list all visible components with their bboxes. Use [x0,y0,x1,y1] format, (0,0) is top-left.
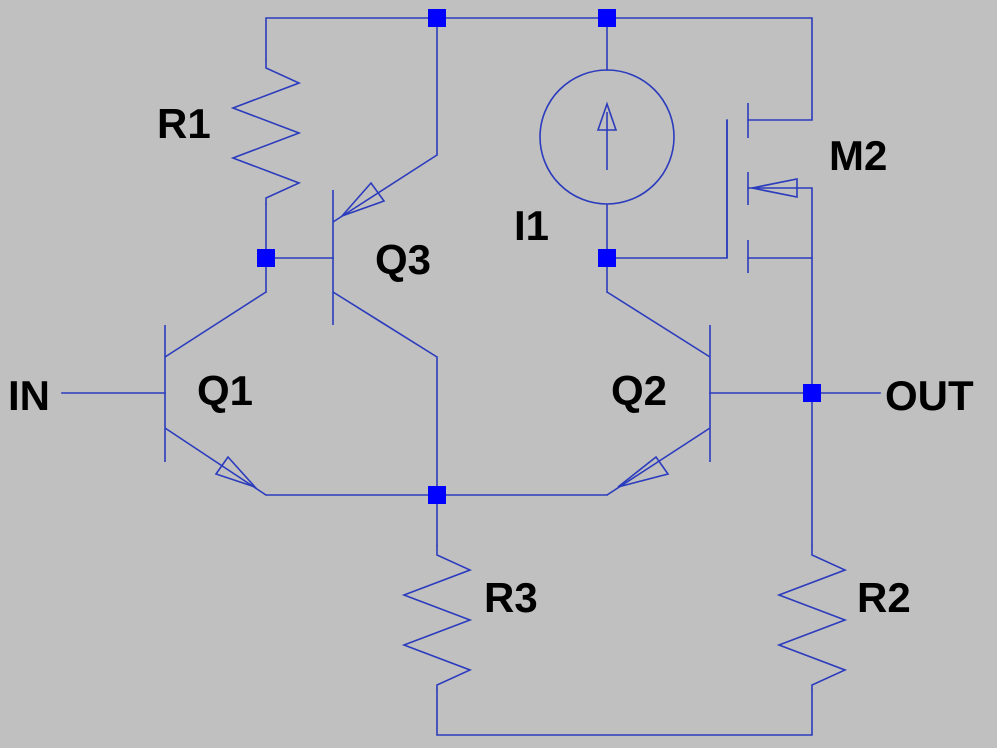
junction-dot [803,384,821,402]
junction-dot [428,486,446,504]
label-i1: I1 [514,202,549,249]
label-q3: Q3 [375,236,431,283]
label-q2: Q2 [611,367,667,414]
wire-top-rail [265,17,813,121]
transistor-q2 [606,291,711,496]
transistor-q3 [332,154,438,358]
label-r1: R1 [157,100,211,147]
label-r3: R3 [484,574,538,621]
resistor-r2 [776,545,848,690]
wire-m2-gate [606,119,728,259]
wire-bottom-rail [436,689,813,736]
label-m2: M2 [829,132,887,179]
junction-dot [257,249,275,267]
junction-dot [598,249,616,267]
wire-m2-body [747,187,813,259]
label-q1: Q1 [197,367,253,414]
resistor-r3 [401,545,473,690]
transistor-q1 [164,291,267,496]
current-source-i1 [539,69,675,205]
label-out: OUT [885,372,974,419]
label-r2: R2 [857,574,911,621]
junction-dot [428,9,446,27]
wire-m2-source [747,257,813,394]
junction-dot [598,9,616,27]
mosfet-m2 [726,103,798,273]
label-in: IN [8,372,50,419]
resistor-r1 [230,60,302,205]
junctions [257,9,821,504]
